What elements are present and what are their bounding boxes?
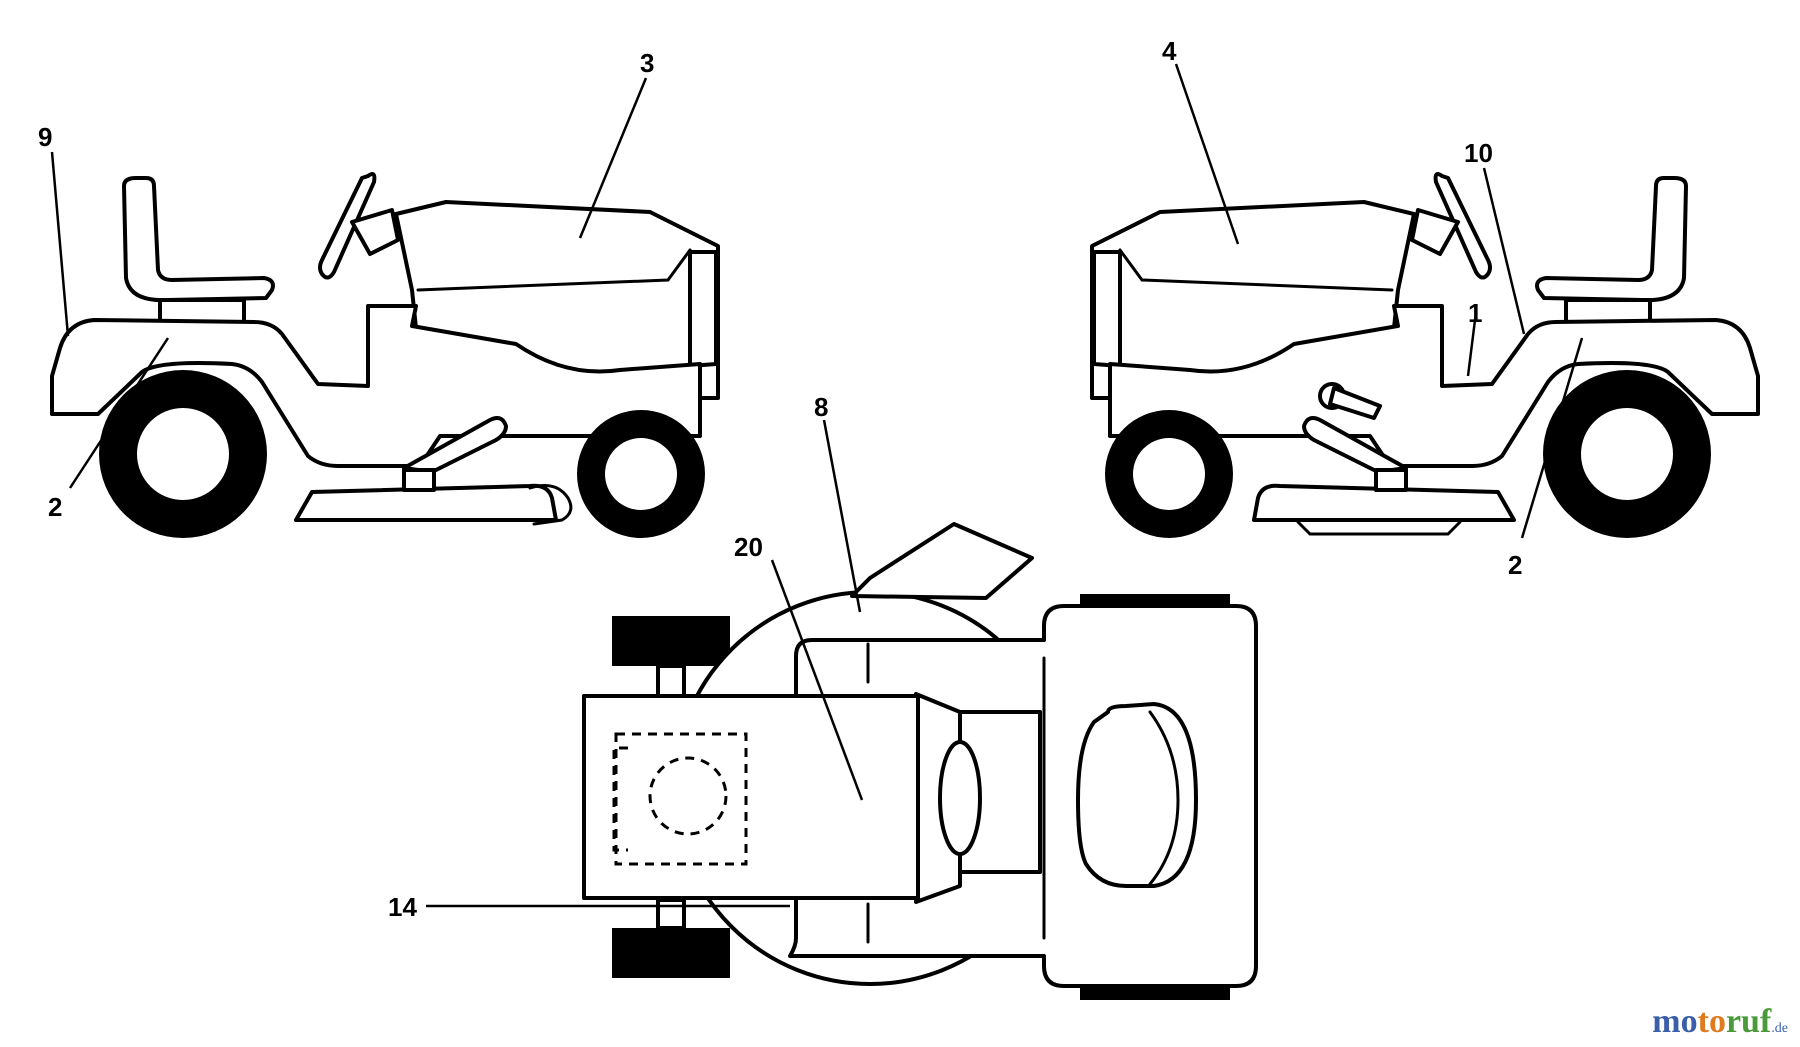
- leader-20: [770, 559, 864, 801]
- discharge-chute-top: [850, 522, 1034, 600]
- engine-side-top: [612, 746, 628, 852]
- steering-column-right: [1410, 208, 1460, 256]
- hood-line-left: [416, 248, 692, 292]
- hood-line-right: [1118, 248, 1394, 292]
- seat-post-right: [1564, 298, 1652, 324]
- deck-right: [1252, 483, 1516, 522]
- axle-stub-lower: [656, 898, 686, 930]
- callout-2-left: 2: [48, 492, 62, 522]
- leader-lines: [50, 63, 1584, 908]
- seat-post-left: [158, 298, 246, 324]
- leader-1: [1466, 311, 1478, 377]
- deck-hanger-right: [1374, 468, 1408, 492]
- callout-2-right: 2: [1508, 550, 1522, 580]
- deck-hanger-left: [402, 468, 436, 492]
- pedal-left: [402, 416, 508, 474]
- leader-9: [50, 151, 70, 337]
- watermark-part3: ruf: [1725, 1003, 1772, 1040]
- seat-left: [122, 176, 275, 303]
- lever-right: [1328, 386, 1382, 420]
- motoruf-watermark: motoruf.de: [1652, 1003, 1788, 1041]
- callout-20: 20: [734, 532, 763, 562]
- grille-left: [688, 250, 718, 368]
- leader-10: [1482, 167, 1526, 335]
- callout-14: 14: [388, 892, 417, 922]
- rear-hub-left: [137, 408, 229, 500]
- tractor-top-view: [582, 522, 1258, 1000]
- body-right: [1108, 304, 1760, 468]
- leader-2-left: [68, 337, 170, 489]
- tractor-left-side-view: [50, 172, 720, 538]
- front-hub-right: [1133, 438, 1205, 510]
- deck-left: [294, 483, 558, 522]
- callout-labels: 9 2 3 4 10 1 2 8 20 14: [38, 36, 1522, 922]
- callout-8: 8: [814, 392, 828, 422]
- axle-stub-upper: [656, 664, 686, 698]
- hood-top: [582, 694, 920, 900]
- engine-outline-top: [614, 732, 748, 866]
- leader-4: [1174, 63, 1240, 245]
- seat-top-back: [1148, 710, 1180, 886]
- front-tire-top-upper: [612, 616, 730, 666]
- pedal-right: [1302, 416, 1408, 474]
- leader-2-right: [1520, 337, 1584, 539]
- steering-wheel-right: [1433, 172, 1492, 280]
- callout-3: 3: [640, 48, 654, 78]
- callout-4: 4: [1162, 36, 1177, 66]
- deck-chute-left: [528, 484, 573, 526]
- steering-wheel-left: [318, 172, 377, 280]
- rear-hub-right: [1581, 408, 1673, 500]
- grille-right: [1092, 250, 1122, 368]
- deck-skirt-right: [1296, 520, 1462, 536]
- callout-10: 10: [1464, 138, 1493, 168]
- seat-right: [1535, 176, 1688, 303]
- body-left: [50, 304, 702, 468]
- watermark-suffix: .de: [1771, 1021, 1788, 1036]
- engine-flywheel-top: [648, 756, 728, 836]
- steering-wheel-top: [938, 740, 982, 856]
- callout-9: 9: [38, 122, 52, 152]
- tractor-right-side-view: [1090, 172, 1760, 538]
- front-tire-top-lower: [612, 928, 730, 978]
- leader-8: [822, 419, 862, 613]
- callout-1: 1: [1468, 298, 1482, 328]
- steering-column-left: [350, 208, 400, 256]
- front-hub-left: [605, 438, 677, 510]
- watermark-part2: to: [1697, 1003, 1726, 1040]
- watermark-part1: mo: [1652, 1003, 1698, 1040]
- leader-3: [578, 77, 648, 239]
- seat-top: [1076, 702, 1198, 888]
